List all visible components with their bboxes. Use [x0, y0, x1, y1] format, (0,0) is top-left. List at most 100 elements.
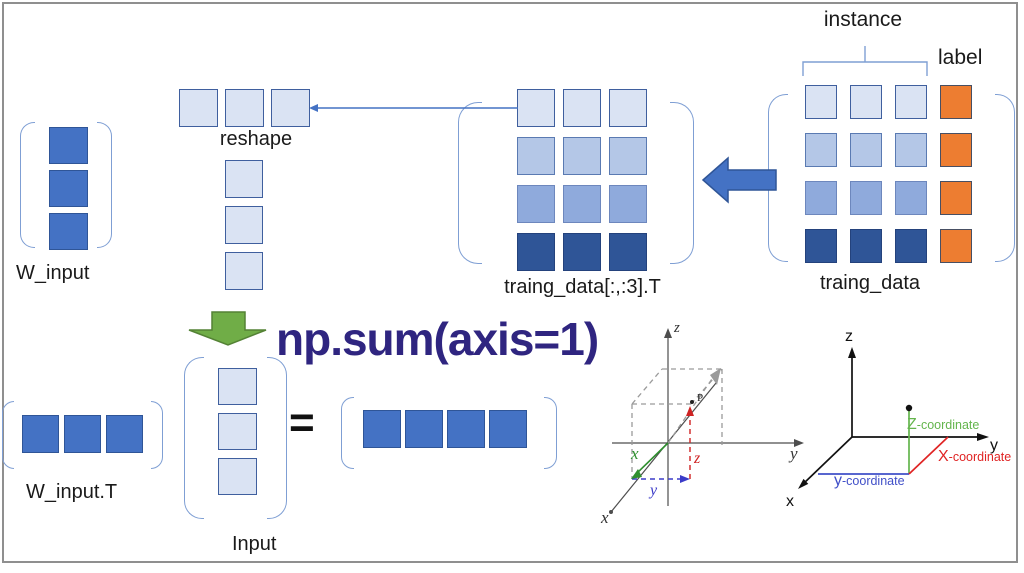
matrix-cell-dark [517, 233, 555, 271]
w-input-vector [49, 127, 88, 250]
coordinate-diagram-2 [798, 347, 989, 489]
matrix-row [805, 85, 972, 119]
matrix-cell-mid [447, 410, 485, 448]
matrix-row [218, 368, 257, 405]
d2-y-arrowhead [977, 433, 989, 441]
d2-x-coordinate-clip: X-coordinate [938, 448, 1018, 468]
matrix-cell-light [225, 89, 264, 127]
d2-x-axis-label: x [786, 493, 794, 510]
matrix-cell-dark [895, 229, 927, 263]
transposed-matrix-right-bracket [670, 102, 694, 264]
w-input-t-caption: W_input.T [26, 481, 118, 503]
matrix-row [805, 229, 972, 263]
thick-left-arrow [701, 156, 777, 204]
matrix-cell-light [218, 458, 257, 495]
d1-x-segment [633, 442, 669, 477]
coordinate-diagram-1 [609, 328, 804, 514]
d1-y-arrowhead [794, 439, 804, 447]
matrix-cell-light [179, 89, 218, 127]
matrix-row [49, 127, 88, 164]
matrix-cell-light [225, 252, 263, 290]
matrix-row [517, 89, 647, 127]
input-right-bracket [267, 357, 287, 519]
instance-bracket [802, 46, 928, 76]
matrix-row [363, 410, 527, 448]
matrix-row [517, 233, 647, 271]
matrix-row [517, 137, 647, 175]
matrix-cell-light [225, 206, 263, 244]
thin-left-arrow [309, 104, 518, 112]
matrix-row [22, 415, 143, 453]
matrix-cell-light [895, 85, 927, 119]
label-label: label [938, 46, 983, 69]
training-matrix-right-bracket [995, 94, 1015, 262]
matrix-row [517, 185, 647, 223]
matrix-row [805, 181, 972, 215]
matrix-cell-dark [850, 229, 882, 263]
matrix-cell-light [850, 85, 882, 119]
d1-z-axis-label: z [674, 320, 680, 336]
matrix-row [179, 89, 310, 127]
d2-x-axis [801, 436, 853, 486]
d2-z-coordinate-label: Z-coordinate [907, 416, 980, 433]
result-right-bracket [544, 397, 557, 469]
matrix-cell-b3 [609, 185, 647, 223]
input-left-bracket [184, 357, 204, 519]
d1-z-segment-label: z [694, 450, 701, 467]
equals-sign: = [289, 398, 315, 447]
matrix-row [218, 413, 257, 450]
matrix-cell-b3 [563, 185, 601, 223]
input-vector [218, 368, 257, 495]
reshape-label: reshape [219, 128, 293, 150]
matrix-row [225, 252, 263, 290]
d2-y-coordinate-label: y-coordinate [834, 472, 905, 489]
reshape-row-vector [179, 89, 310, 127]
matrix-cell-mid [489, 410, 527, 448]
d2-x-coordinate-line [908, 436, 949, 475]
matrix-cell-b2 [805, 133, 837, 167]
matrix-row [49, 213, 88, 250]
w-input-t-right-bracket [151, 401, 163, 469]
training-data-caption: traing_data [819, 272, 921, 294]
d2-x-arrowhead [798, 478, 809, 489]
result-vector [363, 410, 527, 448]
matrix-row [225, 160, 263, 198]
matrix-cell-light [271, 89, 310, 127]
matrix-cell-b3 [850, 181, 882, 215]
w-input-right-bracket [97, 122, 112, 248]
d2-y-axis-label: y [990, 437, 998, 454]
matrix-cell-light [563, 89, 601, 127]
matrix-row [805, 133, 972, 167]
matrix-cell-b2 [563, 137, 601, 175]
matrix-cell-light [609, 89, 647, 127]
matrix-cell-orange [940, 181, 972, 215]
transposed-caption: traing_data[:,:3].T [504, 276, 661, 298]
d1-y-axis-label: y [790, 444, 798, 463]
matrix-cell-b2 [609, 137, 647, 175]
d1-x-segment-label: x [631, 444, 639, 463]
d1-y-segment-arrowhead [680, 475, 690, 483]
matrix-cell-mid [106, 415, 143, 453]
matrix-cell-mid [22, 415, 59, 453]
matrix-cell-mid [363, 410, 401, 448]
matrix-cell-mid [49, 213, 88, 250]
matrix-cell-light [805, 85, 837, 119]
d1-point-p-dot [690, 400, 694, 404]
matrix-cell-mid [49, 127, 88, 164]
d2-z-arrowhead [848, 347, 856, 358]
matrix-cell-orange [940, 85, 972, 119]
d1-point-p-label: P [697, 392, 704, 404]
training-data-matrix [805, 85, 972, 263]
reshape-column-vector [225, 160, 263, 290]
input-caption: Input [232, 533, 277, 555]
matrix-cell-light [225, 160, 263, 198]
matrix-cell-mid [64, 415, 101, 453]
matrix-cell-dark [609, 233, 647, 271]
matrix-cell-dark [563, 233, 601, 271]
transposed-matrix-left-bracket [458, 102, 482, 264]
d1-z-segment-arrowhead [686, 406, 694, 416]
w-input-caption: W_input [16, 262, 90, 284]
d1-y-segment-label: y [650, 482, 658, 499]
result-left-bracket [341, 397, 354, 469]
